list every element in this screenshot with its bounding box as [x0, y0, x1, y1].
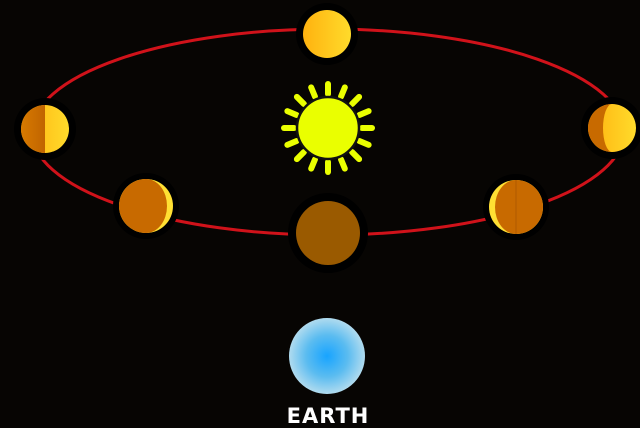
earth-icon [289, 318, 365, 394]
planet-crescent-left [113, 173, 179, 239]
planet-gibbous-left [14, 98, 76, 160]
sun-ray [338, 156, 348, 172]
sun-ray [284, 138, 300, 148]
sun-ray [293, 93, 307, 107]
planet-crescent-right [483, 174, 549, 240]
sun-ray [308, 84, 318, 100]
sun-ray [338, 84, 348, 100]
sun-ray [284, 108, 300, 118]
planet-new-phase [288, 193, 368, 273]
sun-ray [349, 149, 363, 163]
sun-ray [293, 149, 307, 163]
sun-ray [356, 108, 372, 118]
planet-gibbous-right [581, 97, 640, 159]
sun-ray [356, 138, 372, 148]
sun-ray [308, 156, 318, 172]
sun-icon [281, 81, 375, 175]
planet-full-phase [296, 3, 358, 65]
earth-label: EARTH [287, 404, 370, 428]
sun-ray [349, 93, 363, 107]
